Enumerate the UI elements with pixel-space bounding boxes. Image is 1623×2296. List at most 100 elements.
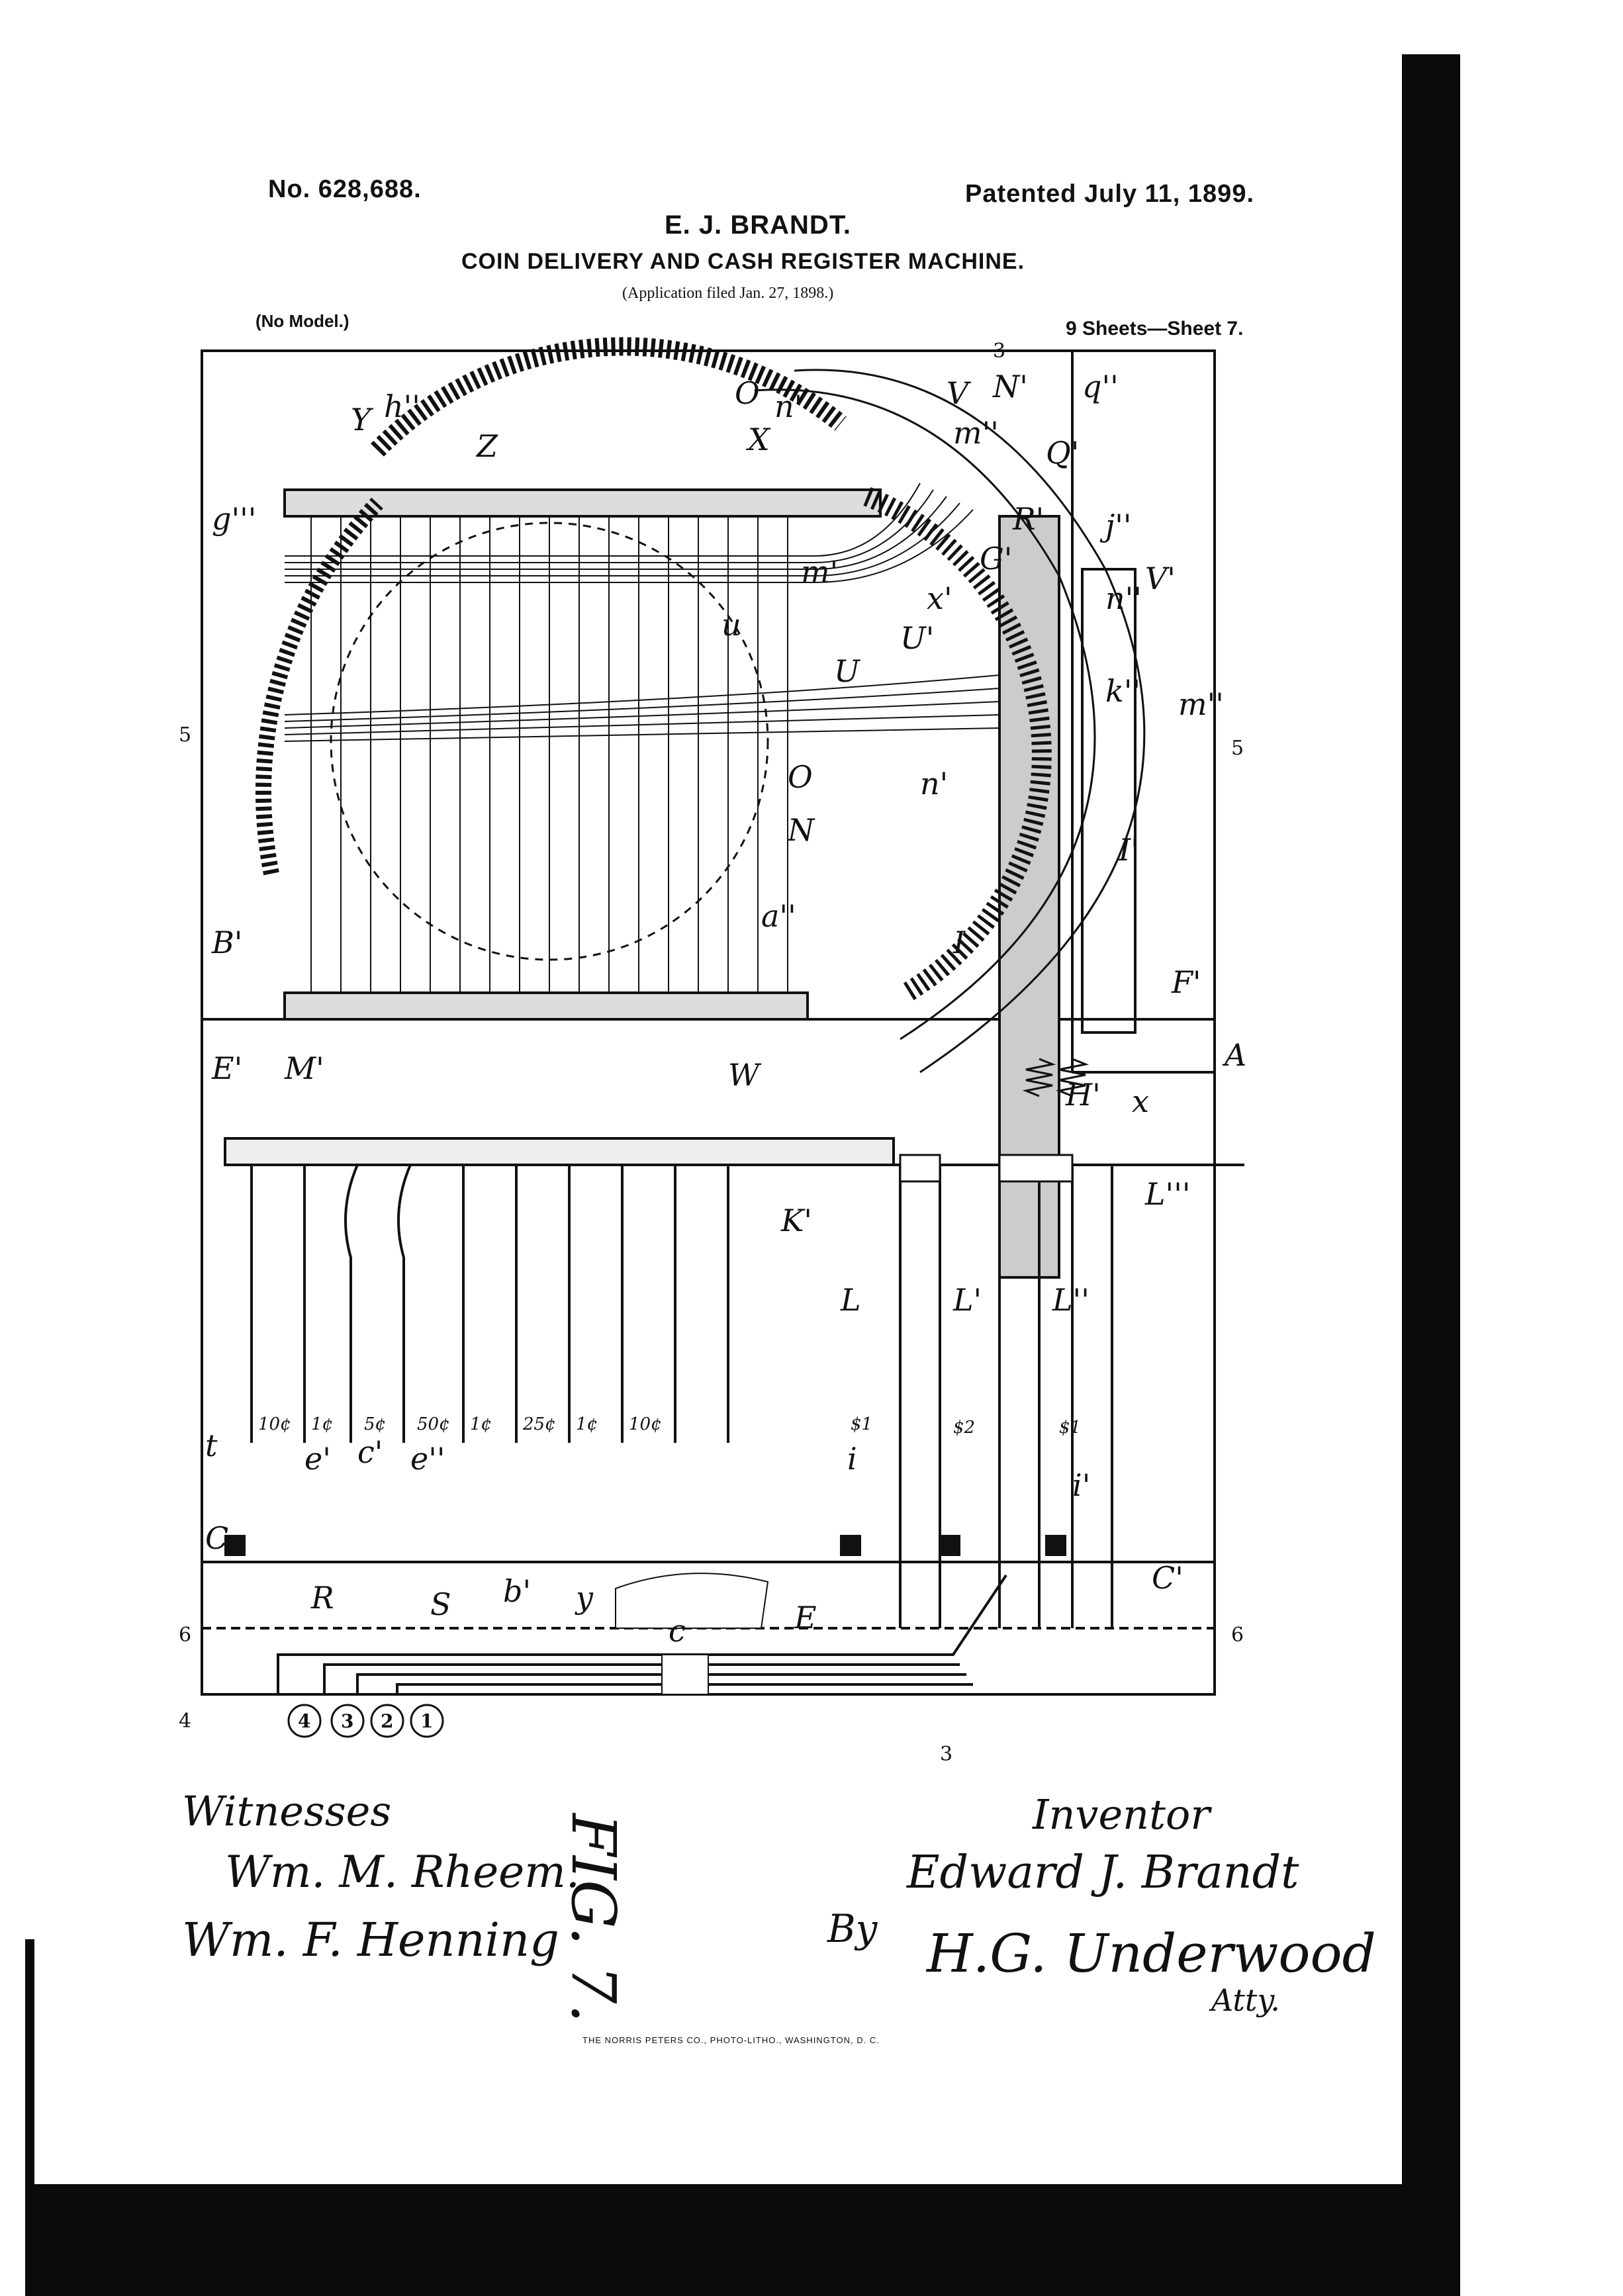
svg-text:1: 1 [420, 1710, 433, 1732]
frame-outline [201, 349, 1216, 1696]
patent-date: Patented July 11, 1899. [965, 180, 1255, 208]
svg-text:1¢: 1¢ [470, 1414, 492, 1434]
printer-credit: THE NORRIS PETERS CO., PHOTO-LITHO., WAS… [582, 2035, 880, 2045]
patent-number: No. 628,688. [268, 175, 422, 203]
svg-text:4: 4 [298, 1710, 310, 1732]
tubes [310, 516, 788, 993]
svg-text:j'': j'' [1099, 508, 1132, 543]
svg-text:m'': m'' [1178, 686, 1224, 722]
svg-text:L: L [840, 1282, 861, 1318]
svg-text:$2: $2 [953, 1418, 975, 1438]
springs [899, 1058, 1090, 1183]
svg-text:5¢: 5¢ [364, 1414, 386, 1434]
svg-text:6: 6 [1231, 1624, 1244, 1647]
svg-text:4: 4 [179, 1710, 191, 1733]
svg-text:R: R [310, 1580, 334, 1616]
inventor-name: E. J. BRANDT. [665, 210, 851, 240]
svg-text:M': M' [284, 1050, 324, 1086]
wire-bundles [284, 482, 1000, 742]
svg-text:3: 3 [993, 340, 1005, 363]
svg-text:Z: Z [475, 428, 498, 464]
witness-signature-2: Wm. F. Henning [182, 1913, 559, 1967]
svg-text:B': B' [211, 925, 242, 960]
arc-wheels [255, 337, 1146, 1074]
reference-letters: Y h'' Z O X n' N' V q'' m'' Q' g''' m' G… [205, 369, 1246, 1649]
svg-text:e': e' [304, 1441, 331, 1477]
key-circles [287, 1704, 444, 1738]
svg-text:O: O [735, 375, 760, 411]
inventor-signature: Edward J. Brandt [907, 1847, 1299, 1899]
svg-text:k'': k'' [1105, 673, 1140, 709]
svg-text:E: E [794, 1600, 817, 1635]
svg-text:E': E' [211, 1050, 242, 1086]
svg-text:u: u [721, 607, 741, 643]
svg-text:t: t [205, 1428, 218, 1463]
svg-text:3: 3 [940, 1743, 952, 1766]
svg-text:3: 3 [341, 1710, 353, 1732]
coin-bar [224, 1137, 895, 1166]
inventor-label: Inventor [1033, 1790, 1210, 1839]
svg-text:5: 5 [1231, 737, 1244, 760]
svg-text:I': I' [1118, 832, 1139, 868]
svg-text:Q': Q' [1046, 435, 1079, 471]
patent-drawing: 4 3 2 1 10¢ 1¢ 5¢ 50¢ 1¢ 25¢ 1¢ 10¢ $1 $… [179, 337, 1246, 1766]
svg-text:c': c' [357, 1434, 383, 1470]
sheet-info: 9 Sheets—Sheet 7. [1066, 318, 1244, 340]
svg-text:W: W [728, 1057, 762, 1093]
svg-text:6: 6 [179, 1624, 191, 1647]
coin-chutes [250, 1164, 1244, 1628]
svg-text:O: O [788, 759, 813, 795]
svg-text:b': b' [503, 1573, 531, 1609]
svg-text:25¢: 25¢ [522, 1414, 556, 1434]
base-mechanism [224, 1535, 1066, 1695]
figure-label: FIG. 7. [558, 1814, 629, 2023]
svg-text:5: 5 [179, 723, 191, 747]
svg-text:x: x [1132, 1083, 1149, 1119]
application-filed: (Application filed Jan. 27, 1898.) [622, 285, 834, 302]
svg-text:S: S [430, 1586, 451, 1622]
svg-text:m'': m'' [953, 415, 999, 451]
svg-text:I: I [952, 925, 966, 960]
svg-text:a'': a'' [761, 898, 796, 934]
svg-text:F': F' [1171, 964, 1201, 1000]
svg-text:H': H' [1065, 1077, 1101, 1113]
svg-text:i': i' [1072, 1467, 1090, 1503]
svg-text:$1: $1 [1059, 1418, 1081, 1438]
svg-text:c: c [669, 1613, 686, 1649]
scan-edge-left [25, 1939, 34, 2184]
svg-text:L'': L'' [1052, 1282, 1090, 1318]
svg-text:C': C' [1152, 1560, 1183, 1596]
svg-text:10¢: 10¢ [629, 1414, 662, 1434]
svg-text:G': G' [980, 541, 1012, 576]
svg-text:L': L' [952, 1282, 982, 1318]
svg-text:A: A [1222, 1037, 1246, 1073]
witness-signature-1: Wm. M. Rheem. [225, 1847, 580, 1898]
svg-text:X: X [746, 422, 771, 457]
svg-text:V': V' [1145, 561, 1176, 596]
svg-text:m': m' [801, 554, 838, 590]
svg-text:R': R' [1012, 501, 1044, 537]
svg-text:q'': q'' [1082, 369, 1119, 404]
attorney-label: Atty. [1211, 1982, 1280, 2018]
svg-text:g''': g''' [212, 501, 256, 537]
svg-text:N': N' [992, 369, 1028, 404]
svg-text:V: V [947, 375, 972, 411]
svg-text:1¢: 1¢ [576, 1414, 598, 1434]
svg-text:U: U [834, 653, 861, 689]
svg-text:y: y [575, 1580, 594, 1616]
no-model-label: (No Model.) [255, 311, 349, 331]
svg-text:50¢: 50¢ [417, 1414, 450, 1434]
patent-title: COIN DELIVERY AND CASH REGISTER MACHINE. [461, 249, 1025, 274]
coin-labels: 10¢ 1¢ 5¢ 50¢ 1¢ 25¢ 1¢ 10¢ $1 $2 $1 [258, 1414, 1081, 1438]
svg-text:h'': h'' [384, 389, 420, 424]
svg-text:2: 2 [381, 1710, 393, 1732]
witnesses-label: Witnesses [182, 1787, 392, 1835]
svg-text:n'': n'' [1105, 580, 1142, 616]
svg-text:L''': L''' [1144, 1176, 1190, 1212]
scan-edge-right [1402, 54, 1460, 2296]
svg-text:$1: $1 [851, 1414, 872, 1434]
scan-edge-bottom [25, 2184, 1460, 2296]
attorney-signature: H.G. Underwood [927, 1923, 1376, 1984]
svg-text:n': n' [920, 766, 948, 802]
svg-text:x': x' [927, 580, 952, 616]
